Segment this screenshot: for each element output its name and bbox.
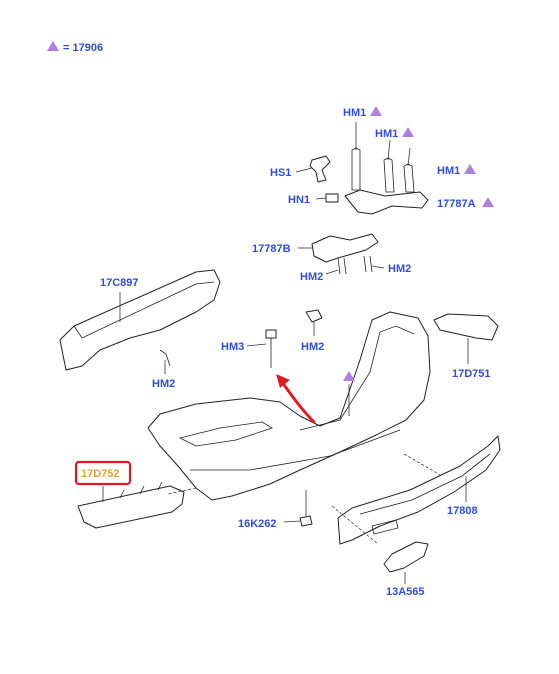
label-hm2: HM2 (152, 378, 175, 390)
clip-16k262-assembly (283, 490, 313, 527)
label-hm1: HM1 (343, 107, 366, 119)
trim-17d751-assembly (433, 313, 499, 364)
label-16k262: 16K262 (238, 518, 277, 530)
nut-hn1 (325, 193, 339, 203)
bumper-cover (147, 311, 431, 501)
triangle-marker-icon (47, 41, 59, 51)
stud-hm1-b (383, 157, 395, 193)
bolt-hm2-d (305, 309, 323, 323)
triangle-marker-icon (343, 371, 355, 381)
legend: = 17906 (47, 41, 103, 54)
legend-text: = 17906 (63, 42, 103, 54)
highlight-box (74, 460, 132, 486)
bracket-17787b (311, 233, 379, 263)
bracket-17787b-assembly (298, 233, 385, 275)
clip-hs1 (309, 155, 331, 183)
part-labels: HM1 HM1 HM1 HS1 HN1 17787A 17787B HM2 HM… (74, 106, 494, 598)
reinforcement-17c897-assembly (59, 269, 221, 374)
label-17c897: 17C897 (100, 277, 139, 289)
label-13a565: 13A565 (386, 586, 425, 598)
clip-16k262 (299, 515, 313, 527)
label-hm3: HM3 (221, 341, 244, 353)
arrow-head-icon (276, 374, 290, 388)
label-hm1: HM1 (375, 128, 398, 140)
label-hm2: HM2 (301, 341, 324, 353)
guide-lines (167, 453, 443, 545)
direction-arrow (280, 380, 316, 424)
triangle-marker-icon (464, 164, 476, 174)
bolt-hm2-c (159, 349, 171, 367)
upper-bracket-assembly (295, 122, 429, 215)
fasteners-center (246, 309, 323, 368)
reinforcement-17c897 (59, 269, 221, 371)
diffuser-17808-assembly (337, 435, 501, 545)
bolt-hm2-a (337, 257, 347, 275)
label-hm2: HM2 (388, 263, 411, 275)
label-hm2: HM2 (300, 271, 323, 283)
label-17787a: 17787A (437, 198, 476, 210)
triangle-marker-icon (482, 197, 494, 207)
rivet-hm3 (265, 329, 277, 339)
cover-13a565 (383, 541, 429, 573)
stud-hm1-c (403, 163, 415, 193)
stud-hm1-a (351, 147, 361, 191)
label-17808: 17808 (447, 505, 478, 517)
cover-13a565-assembly (383, 541, 429, 584)
bolt-hm2-b (363, 255, 373, 273)
label-17787b: 17787B (252, 243, 291, 255)
label-hn1: HN1 (288, 194, 310, 206)
label-17d752: 17D752 (81, 468, 120, 480)
bumper-cover-shell (147, 311, 431, 501)
label-hs1: HS1 (270, 167, 291, 179)
triangle-marker-icon (370, 106, 382, 116)
bracket-17787a (344, 189, 429, 215)
triangle-marker-icon (402, 127, 414, 137)
diffuser-17808 (337, 435, 501, 545)
label-hm1: HM1 (437, 165, 460, 177)
reflector-17d752-assembly (77, 481, 185, 529)
trim-17d751 (433, 313, 499, 341)
label-17d751: 17D751 (452, 368, 491, 380)
reflector-17d752 (77, 485, 185, 529)
